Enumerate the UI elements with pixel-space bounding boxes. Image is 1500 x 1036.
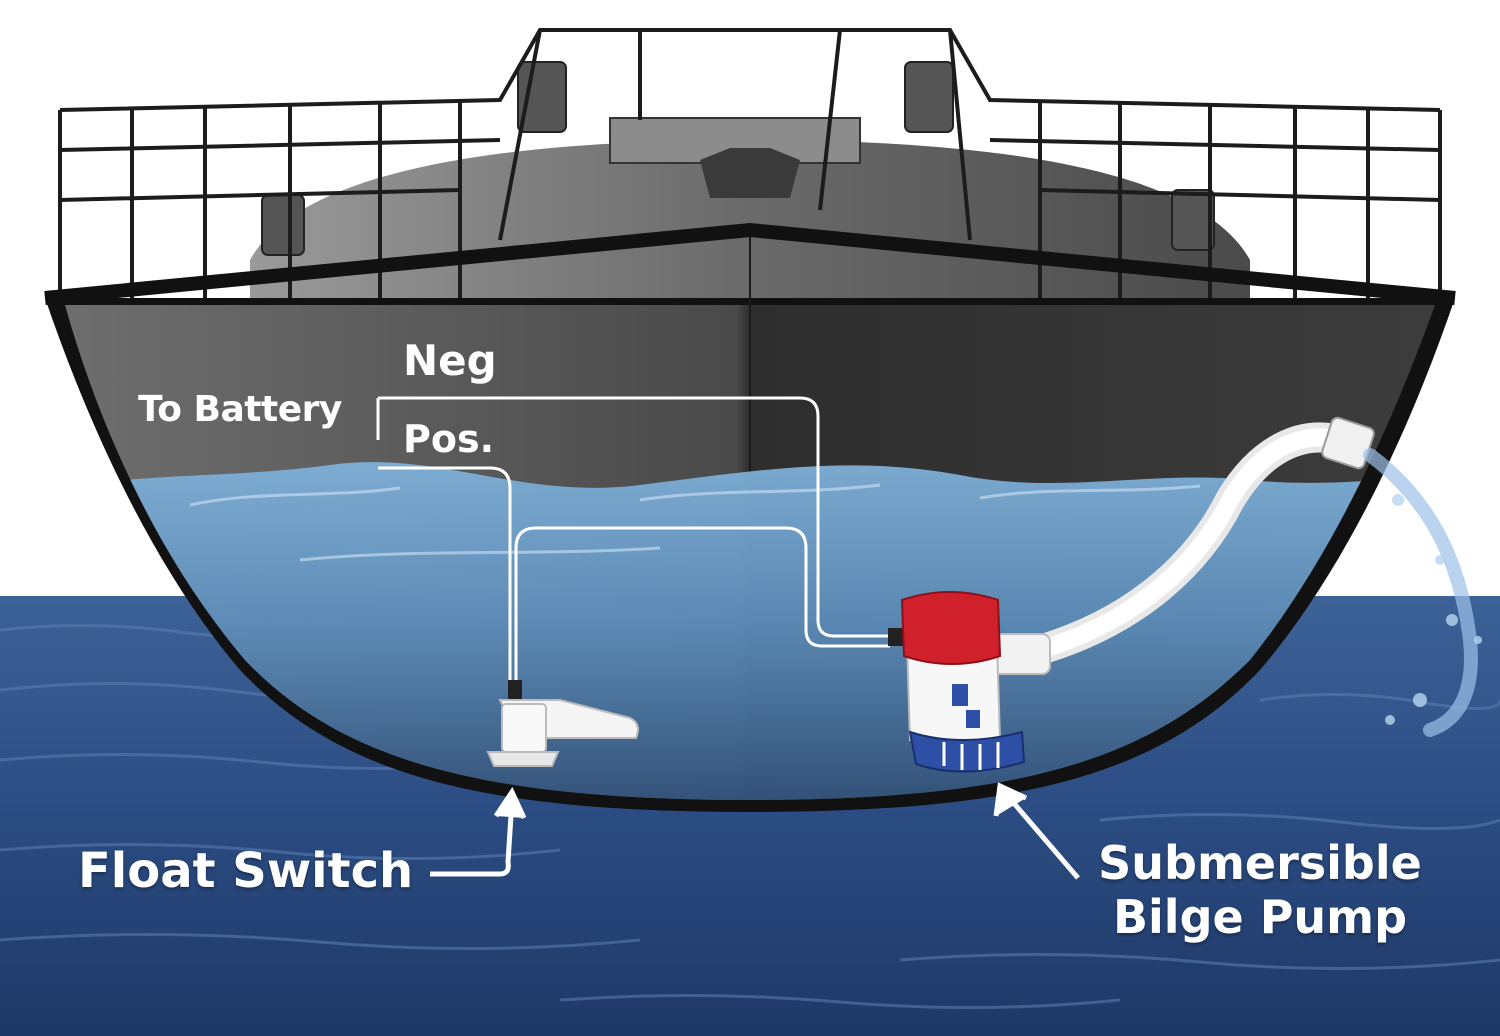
arrow-icon xyxy=(993,782,1080,880)
to-battery-label: To Battery xyxy=(138,389,342,430)
bilge-water xyxy=(65,462,1435,800)
bilge-pump-label-line2: Bilge Pump xyxy=(1112,890,1408,944)
bilge-pump-label: Submersible Bilge Pump xyxy=(1060,836,1460,944)
discharge-hose xyxy=(1025,416,1482,737)
pos-label: Pos. xyxy=(403,417,495,461)
wiring xyxy=(376,396,890,690)
arrow-icon xyxy=(430,786,527,877)
pos-wire xyxy=(378,466,512,690)
bilge-pump-icon xyxy=(888,591,1051,773)
railing xyxy=(58,28,1442,300)
bilge-pump-label-line1: Submersible xyxy=(1098,836,1422,890)
float-switch-icon xyxy=(486,680,639,767)
neg-label: Neg xyxy=(403,336,497,385)
float-switch-label: Float Switch xyxy=(78,843,414,899)
neg-wire xyxy=(378,396,890,638)
switch-to-pump-wire xyxy=(514,526,890,690)
